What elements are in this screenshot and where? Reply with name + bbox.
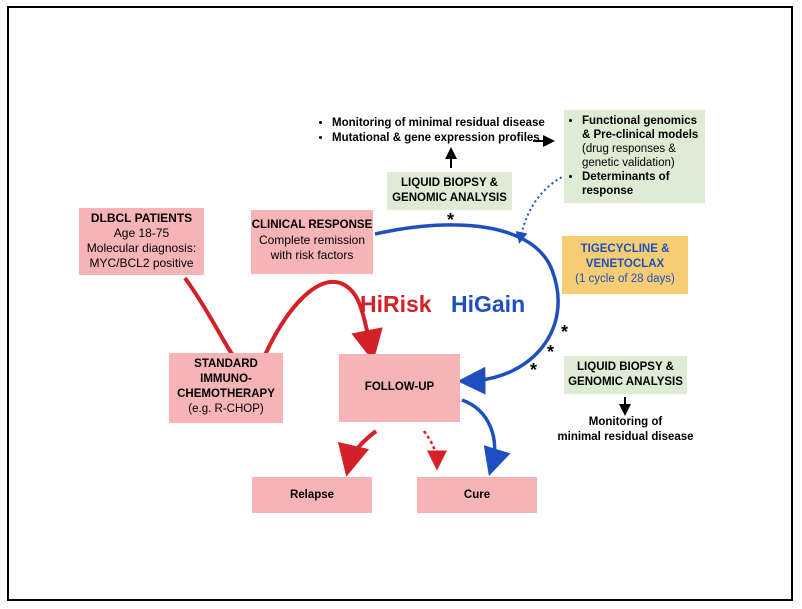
functional-line1: Functional genomics	[582, 115, 698, 127]
liquid-biopsy-line1: LIQUID BIOPSY &	[401, 177, 498, 189]
liquid-biopsy-top-box: LIQUID BIOPSY & GENOMIC ANALYSIS	[387, 172, 512, 210]
standard-line1: STANDARD	[194, 358, 258, 370]
clinical-response-box: CLINICAL RESPONSE Complete remission wit…	[251, 210, 373, 274]
asterisk-marker: *	[447, 210, 455, 230]
relapse-label: Relapse	[289, 489, 335, 501]
relapse-arrow	[337, 429, 378, 477]
clinical-line1: Complete remission	[258, 233, 366, 247]
cure-arrow	[461, 398, 511, 477]
standard-line3: CHEMOTHERAPY	[177, 388, 275, 400]
standard-chemotherapy-box: STANDARD IMMUNO- CHEMOTHERAPY (e.g. R-CH…	[169, 353, 283, 423]
dlbcl-line1: Age 18-75	[113, 226, 170, 240]
cure-box: Cure	[417, 477, 537, 513]
liquid-biopsy-right-line2: GENOMIC ANALYSIS	[568, 376, 683, 388]
functional-genomics-box: Functional genomics & Pre-clinical model…	[564, 110, 705, 203]
drug-line1: TIGECYCLINE &	[580, 243, 670, 255]
functional-line2: & Pre-clinical models	[582, 129, 699, 141]
list-item: Monitoring of minimal residual disease	[332, 116, 558, 131]
liquid-biopsy-right-box: LIQUID BIOPSY & GENOMIC ANALYSIS	[564, 356, 687, 394]
clinical-title: CLINICAL RESPONSE	[251, 219, 373, 231]
liquid-biopsy-line2: GENOMIC ANALYSIS	[392, 192, 507, 204]
follow-up-box: FOLLOW-UP	[339, 354, 460, 422]
determinants-line1: Determinants of	[582, 171, 670, 183]
monitoring-bottom-text: Monitoring of minimal residual disease	[548, 415, 703, 445]
higain-arrow	[374, 223, 560, 395]
dlbcl-line2: Molecular diagnosis:	[86, 241, 197, 255]
drug-box: TIGECYCLINE & VENETOCLAX (1 cycle of 28 …	[562, 236, 688, 294]
determinants-line2: response	[582, 185, 634, 197]
standard-line4: (e.g. R-CHOP)	[188, 403, 264, 415]
liquid-biopsy-right-line1: LIQUID BIOPSY &	[577, 361, 674, 373]
functional-sub2: genetic validation)	[582, 157, 675, 169]
list-item: Mutational & gene expression profiles	[332, 131, 558, 146]
monitoring-bottom-line2: minimal residual disease	[557, 431, 694, 443]
asterisk-marker: *	[561, 322, 569, 342]
asterisk-marker: *	[547, 342, 555, 362]
list-item: Functional genomics & Pre-clinical model…	[582, 114, 703, 170]
dlbcl-title: DLBCL PATIENTS	[90, 211, 193, 225]
drug-line3: (1 cycle of 28 days)	[575, 273, 675, 285]
drug-line2: VENETOCLAX	[585, 258, 665, 270]
relapse-box: Relapse	[252, 477, 372, 513]
functional-sub1: (drug responses &	[582, 143, 676, 155]
dotted-blue-arrow	[515, 174, 567, 244]
hirisk-label: HiRisk	[360, 291, 432, 317]
follow-up-label: FOLLOW-UP	[364, 381, 435, 393]
dotted-red-arrow	[422, 430, 447, 471]
standard-line2: IMMUNO-	[200, 373, 252, 385]
dlbcl-patients-box: DLBCL PATIENTS Age 18-75 Molecular diagn…	[79, 208, 204, 275]
asterisk-marker: *	[530, 360, 538, 380]
cure-label: Cure	[463, 489, 491, 501]
clinical-line2: with risk factors	[270, 248, 354, 262]
dlbcl-line3: MYC/BCL2 positive	[89, 256, 194, 270]
monitoring-list: Monitoring of minimal residual disease M…	[318, 116, 558, 146]
diagram-frame	[7, 6, 793, 601]
hirisk-arrow	[183, 276, 383, 371]
monitoring-bottom-line1: Monitoring of	[588, 416, 663, 428]
higain-label: HiGain	[451, 291, 526, 317]
list-item: Determinants of response	[582, 170, 703, 198]
